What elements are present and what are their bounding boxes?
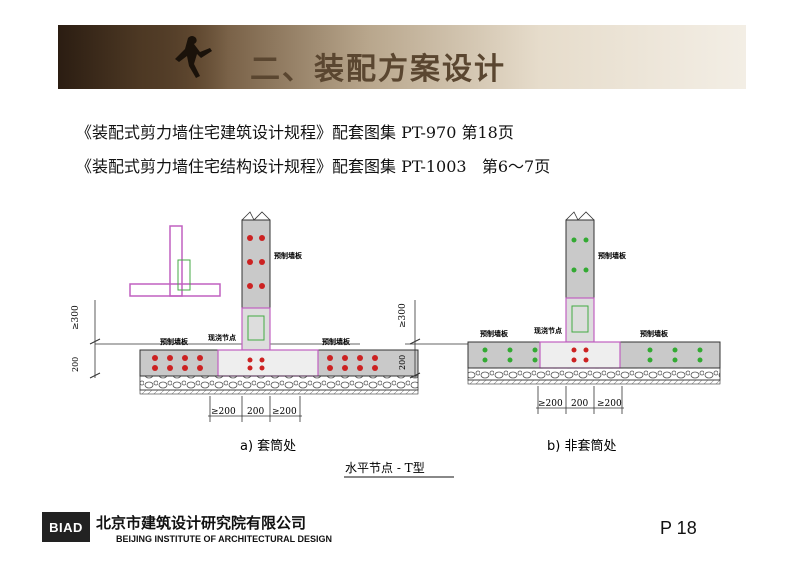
detail-a-dim-h2: 200 <box>247 407 264 417</box>
page-title: 二、装配方案设计 <box>250 52 506 87</box>
page-number: P 18 <box>660 518 697 538</box>
detail-b-label-right: 预制墙板 <box>640 329 669 338</box>
t-joint-drawing: 预制墙板 预制墙板 预制墙板 现浇节点 ≥300 200 ≥200 200 ≥2… <box>71 211 721 478</box>
header-photo <box>58 25 228 89</box>
detail-a-label-left: 预制墙板 <box>160 337 189 346</box>
org-name-en: BEIJING INSTITUTE OF ARCHITECTURAL DESIG… <box>116 534 333 544</box>
detail-b-caption: b) 非套筒处 <box>547 438 616 454</box>
org-name-cn: 北京市建筑设计研究院有限公司 <box>96 514 307 532</box>
detail-a-label-right: 预制墙板 <box>322 337 351 346</box>
biad-logo: BIAD <box>42 512 90 542</box>
detail-b-label-top: 预制墙板 <box>598 251 627 260</box>
detail-b-dim-v-bottom: 200 <box>398 355 407 370</box>
reference-line-2: 《装配式剪力墙住宅结构设计规程》配套图集 PT-1003 第6～7页 <box>76 157 551 176</box>
detail-b-dim-h1: ≥200 <box>538 399 563 409</box>
detail-b-dim-v-top: ≥300 <box>398 303 408 328</box>
drawing-subtitle: 水平节点 - T型 <box>345 461 425 475</box>
detail-a-dim-h1: ≥200 <box>211 407 236 417</box>
key-plan-inset <box>129 225 221 297</box>
detail-a-dim-h3: ≥200 <box>272 407 297 417</box>
detail-a-label-top: 预制墙板 <box>274 251 303 260</box>
detail-b-label-left: 预制墙板 <box>480 329 509 338</box>
detail-a <box>89 211 419 422</box>
detail-a-caption: a) 套筒处 <box>240 438 296 454</box>
detail-b-dim-h3: ≥200 <box>597 399 622 409</box>
reference-line-1: 《装配式剪力墙住宅建筑设计规程》配套图集 PT-970 第18页 <box>76 123 514 142</box>
detail-b-dim-h2: 200 <box>571 399 588 409</box>
detail-a-cast-label: 现浇节点 <box>208 333 236 342</box>
detail-b-cast-label: 现浇节点 <box>534 326 562 335</box>
detail-a-dim-v-bottom: 200 <box>71 357 80 372</box>
climber-silhouette-icon <box>175 36 212 78</box>
detail-b <box>405 211 721 414</box>
detail-a-dim-v-top: ≥300 <box>71 305 81 330</box>
